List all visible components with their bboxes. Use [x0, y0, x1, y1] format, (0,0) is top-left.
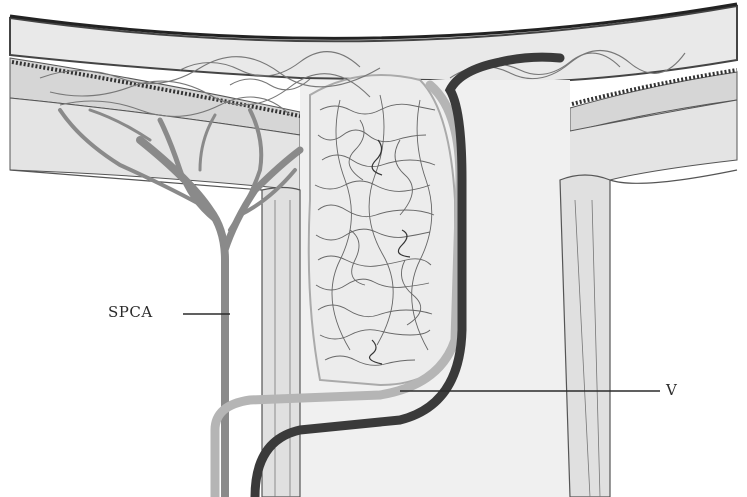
v-label: V — [666, 381, 677, 399]
spca-label: SPCA — [108, 303, 153, 321]
